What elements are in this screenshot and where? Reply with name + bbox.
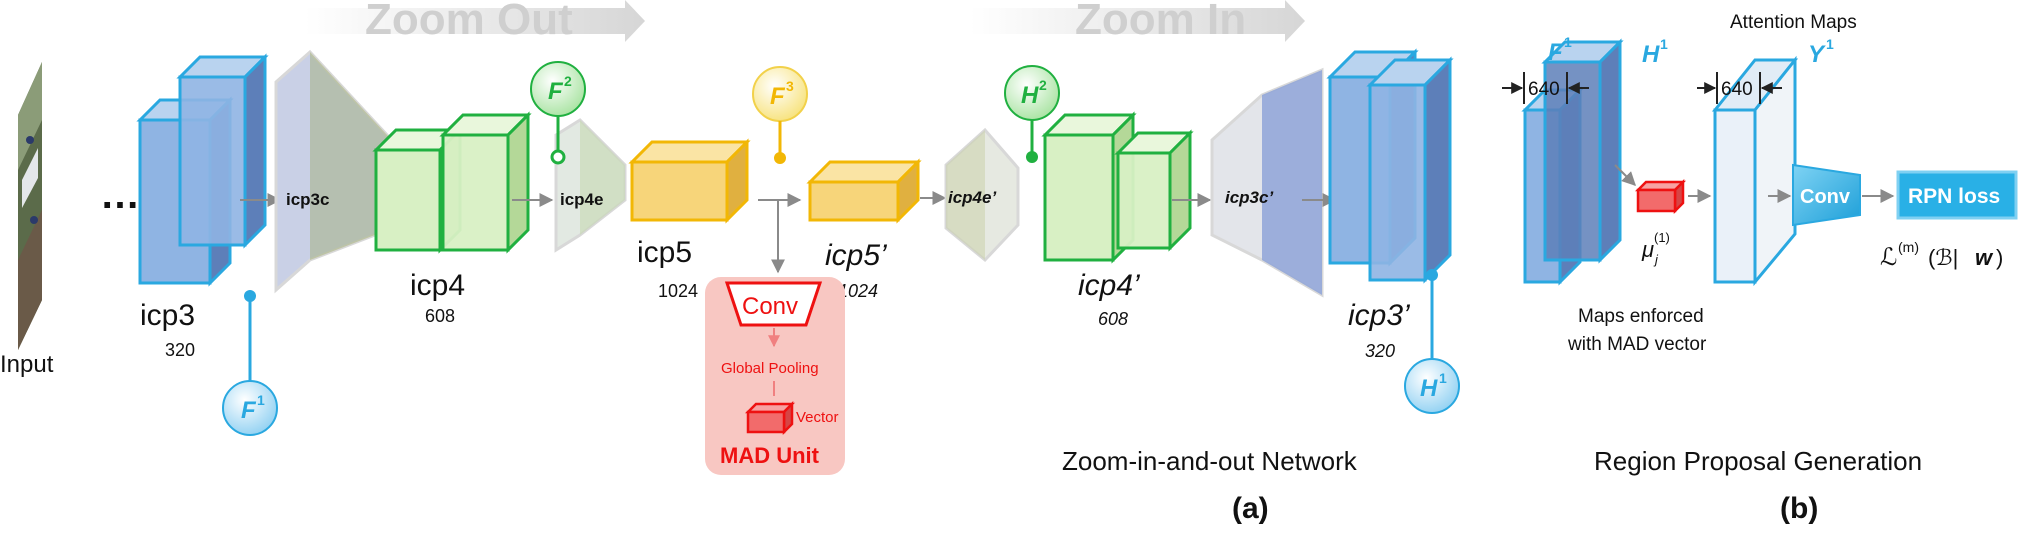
icp5-label: icp5	[637, 236, 692, 269]
mad-conv-shape	[724, 281, 823, 327]
f3-dot	[774, 152, 786, 164]
icp4p-label: icp4’	[1078, 269, 1141, 302]
b-feature-stack	[1521, 38, 1624, 286]
b-h1-label: H 1	[1642, 36, 1668, 68]
b-attention-maps: Attention Maps	[1730, 12, 1857, 33]
icp4p-size: 608	[1098, 309, 1128, 329]
svg-text:): )	[1996, 245, 2003, 270]
h1-bubble: H 1	[1404, 358, 1460, 414]
icp3-size: 320	[165, 340, 195, 360]
svg-text:H: H	[1642, 41, 1660, 68]
icp5p-label: icp5’	[825, 239, 888, 272]
h2-dot	[1026, 151, 1038, 163]
input-image	[18, 62, 42, 350]
icp4-block	[372, 111, 532, 254]
icp5-block	[628, 138, 751, 224]
svg-text:F: F	[241, 397, 257, 424]
icp3p-size: 320	[1365, 341, 1395, 361]
mad-unit: Conv Global Pooling Vector MAD Unit	[705, 277, 845, 475]
svg-text:Y: Y	[1808, 41, 1826, 68]
b-conv-label: Conv	[1800, 186, 1851, 208]
svg-text:(m): (m)	[1898, 239, 1919, 255]
b-mu-cube	[1634, 178, 1687, 215]
b-rpn-box	[1896, 170, 2018, 220]
input-label: Input	[0, 351, 54, 378]
zoom-out-banner: Zoom Out	[305, 0, 645, 44]
icp3p-block	[1326, 48, 1454, 284]
section-a-label: (a)	[1232, 492, 1269, 525]
svg-text:H: H	[1420, 375, 1438, 402]
svg-text:(1): (1)	[1654, 230, 1670, 245]
icp3-label: icp3	[140, 299, 195, 332]
svg-text:H: H	[1021, 82, 1039, 109]
svg-text:1: 1	[1660, 36, 1668, 52]
b-rpn-label: RPN loss	[1908, 185, 2000, 208]
svg-text:1: 1	[1564, 34, 1572, 50]
section-b-label: (b)	[1780, 492, 1818, 525]
icp4-size: 608	[425, 306, 455, 326]
b-width-right-label: 640	[1721, 79, 1753, 100]
icp4ep-pyramid	[944, 127, 1020, 263]
f1-bubble: F 1	[222, 380, 278, 436]
b-width-marker-right: 640	[1697, 72, 1782, 104]
f3-bubble: F 3	[752, 66, 808, 122]
icp3cp-pyramid	[1210, 67, 1324, 298]
icp4e-label: icp4e	[560, 190, 603, 209]
section-a-title: Zoom-in-and-out Network	[1062, 446, 1358, 476]
svg-text:1: 1	[1826, 36, 1834, 52]
b-loss-formula: ℒ (m) (ℬ| w )	[1880, 239, 2003, 271]
section-b-title: Region Proposal Generation	[1594, 446, 1922, 476]
b-mu-label: μ j (1)	[1641, 230, 1670, 267]
b-y1-label: Y 1	[1808, 36, 1834, 68]
f1-dot	[244, 290, 256, 302]
f2-dot	[550, 149, 566, 165]
b-y1-map	[1711, 55, 1799, 287]
svg-text:w: w	[1975, 245, 1994, 270]
icp5-size: 1024	[658, 281, 698, 301]
svg-text:j: j	[1653, 252, 1659, 267]
svg-text:μ: μ	[1641, 237, 1654, 262]
icp4p-block	[1041, 111, 1194, 264]
h2-bubble: H 2	[1004, 65, 1060, 121]
icp5p-block	[806, 158, 922, 224]
mad-vector-label: Vector	[796, 409, 839, 426]
b-conv-block	[1792, 163, 1861, 227]
mad-vector-cube	[744, 400, 796, 436]
b-f1-label: F 1	[1548, 34, 1572, 66]
ellipsis: …	[100, 173, 140, 217]
icp3-block	[136, 53, 269, 287]
b-maps-caption-1: Maps enforced	[1578, 306, 1704, 327]
mad-pooling-label: Global Pooling	[721, 360, 819, 377]
icp5p-size: 1024	[838, 281, 878, 301]
svg-text:ℒ: ℒ	[1880, 244, 1897, 271]
b-width-marker-left: 640	[1502, 72, 1589, 104]
icp3c-pyramid	[274, 49, 390, 294]
svg-text:3: 3	[786, 78, 794, 94]
mad-title: MAD Unit	[720, 443, 820, 468]
icp4e-pyramid	[554, 118, 627, 253]
icp4ep-label: icp4e’	[948, 188, 996, 207]
b-arrow-to-mu	[1614, 164, 1636, 186]
svg-text:2: 2	[1039, 77, 1047, 93]
icp3c-label: icp3c	[286, 190, 329, 209]
b-maps-caption-2: with MAD vector	[1567, 334, 1707, 355]
svg-text:1: 1	[257, 392, 265, 408]
svg-text:F: F	[548, 78, 564, 105]
svg-text:F: F	[770, 83, 786, 110]
b-width-left-label: 640	[1528, 79, 1560, 100]
zoom-in-banner: Zoom In	[970, 0, 1305, 44]
svg-text:2: 2	[564, 73, 572, 89]
f2-bubble: F 2	[530, 61, 586, 117]
icp4-label: icp4	[410, 269, 465, 302]
zoom-in-label: Zoom In	[1075, 0, 1246, 44]
icp3p-label: icp3’	[1348, 299, 1411, 332]
zoom-out-label: Zoom Out	[365, 0, 573, 44]
icp3cp-label: icp3c’	[1225, 188, 1273, 207]
svg-text:1: 1	[1439, 370, 1447, 386]
svg-text:(ℬ|: (ℬ|	[1928, 245, 1958, 270]
mad-conv-label: Conv	[742, 293, 798, 320]
svg-text:F: F	[1548, 39, 1564, 66]
